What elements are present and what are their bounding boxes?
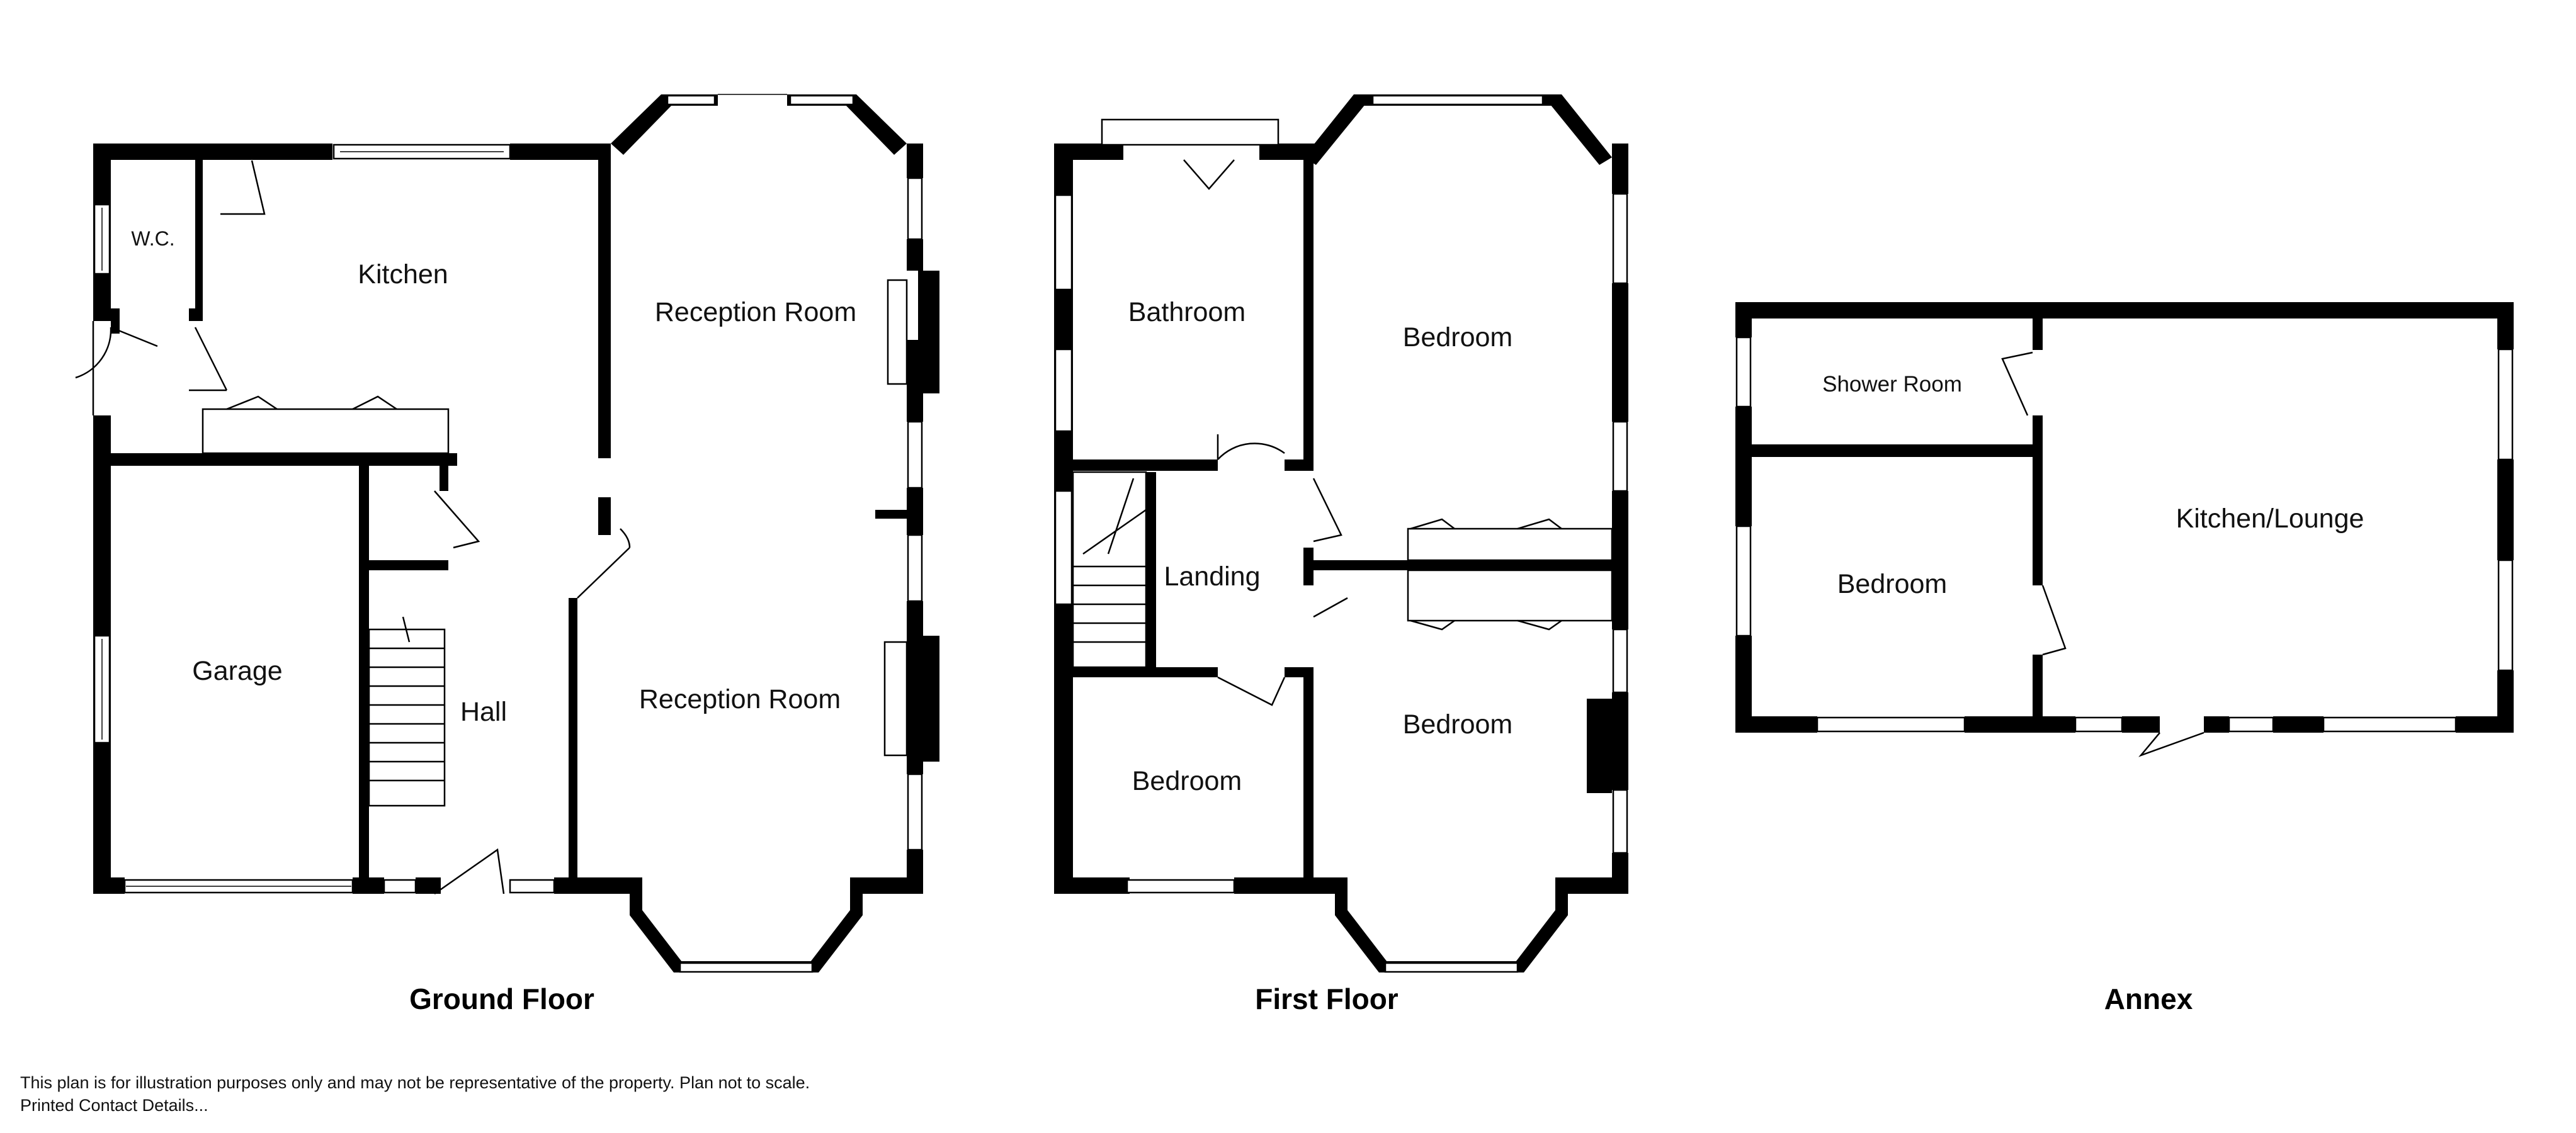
- room-label-wc: W.C.: [131, 227, 174, 250]
- room-label-bedroom-front: Bedroom: [1403, 322, 1512, 352]
- room-label-bedroom-rear: Bedroom: [1403, 709, 1512, 740]
- first-floor-stairs: [1072, 471, 1147, 668]
- first-floor-plan: Bathroom Bedroom Landing Bedroom Bedroom…: [1054, 94, 1628, 1015]
- ground-floor-plan: W.C. Kitchen Reception Room Reception Ro…: [75, 94, 939, 1015]
- room-label-reception-room-front: Reception Room: [655, 297, 856, 327]
- floor-title-annex: Annex: [2104, 983, 2193, 1015]
- floor-title-ground: Ground Floor: [409, 983, 594, 1015]
- room-label-reception-room-rear: Reception Room: [639, 684, 841, 714]
- annex-plan: Shower Room Kitchen/Lounge Bedroom Annex: [1735, 302, 2514, 1015]
- room-label-kitchen: Kitchen: [358, 259, 448, 290]
- room-label-kitchen-lounge: Kitchen/Lounge: [2176, 504, 2364, 534]
- room-label-shower-room: Shower Room: [1822, 372, 1962, 397]
- contact-details-text: Printed Contact Details...: [20, 1096, 208, 1115]
- room-label-annex-bedroom: Bedroom: [1837, 569, 1947, 599]
- room-label-garage: Garage: [192, 656, 282, 686]
- room-label-hall: Hall: [460, 697, 507, 727]
- floor-title-first: First Floor: [1255, 983, 1399, 1015]
- plan-disclaimer: This plan is for illustration purposes o…: [20, 1071, 810, 1117]
- room-label-bedroom-small: Bedroom: [1132, 766, 1242, 796]
- ground-floor-stairs: [368, 616, 446, 807]
- room-label-landing: Landing: [1164, 561, 1260, 592]
- disclaimer-text: This plan is for illustration purposes o…: [20, 1073, 810, 1092]
- room-label-bathroom: Bathroom: [1128, 297, 1245, 327]
